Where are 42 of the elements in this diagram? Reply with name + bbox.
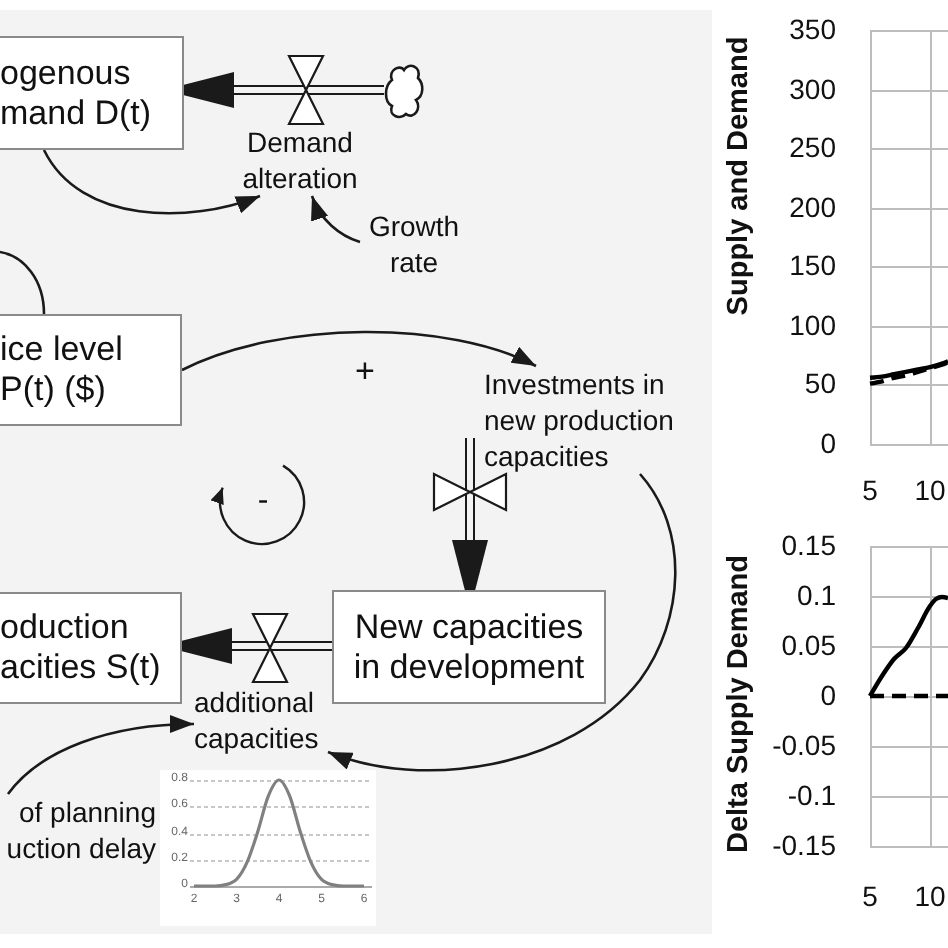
variable-label: Demand alteration [228,124,372,196]
causal-arrow [181,330,537,372]
causal-arrow [327,473,677,772]
axis-tick-label: 150 [789,249,836,284]
variable-label: of planning uction delay [0,794,156,866]
axis-tick-label: 350 [789,13,836,47]
causal-arrow [310,195,361,244]
axis-tick-label: 0.15 [781,529,836,563]
axis-tick-label: 5 [862,880,878,914]
axis-tick-label: 5 [862,474,878,508]
axis-tick-label: 100 [789,308,836,343]
axis-tick-label: 0.05 [781,629,836,663]
stock-box [0,36,184,150]
causal-link-line [0,250,46,315]
axis-title: Supply and Demand [723,36,757,316]
axis-tick-label: 0.1 [797,579,836,613]
variable-label: Investments in new production capacities [476,366,692,474]
stock-box [332,590,606,704]
stock-name: oduction acities S(t) [0,608,163,688]
causal-arrow [7,715,195,795]
loop-sign: - [255,482,271,522]
axis-tick-label: 200 [789,190,836,225]
variable-label: additional capacities [194,684,326,756]
stock-box [0,592,182,704]
axis-tick-label: 300 [789,72,836,107]
stock-name: New capacities in development [351,607,587,687]
axis-tick-label: 0 [820,679,836,713]
axis-tick-label: 10 [914,880,946,914]
axis-tick-label: 10 [914,474,946,508]
stock-name: ice level P(t) ($) [0,330,125,410]
axis-tick-label: -0.05 [772,729,836,763]
axis-tick-label: 0 [820,427,836,461]
variable-label: Growth rate [360,208,468,280]
causal-arrow [42,149,261,215]
axis-tick-label: 50 [804,367,836,402]
axis-tick-label: -0.15 [772,829,836,863]
axis-title: Delta Supply Demand [723,554,757,854]
axis-tick-label: -0.1 [787,779,836,813]
axis-tick-label: 250 [789,131,836,166]
stock-name: ogenous mand D(t) [0,53,154,133]
stock-box [0,314,182,426]
cloud-icon [384,62,424,120]
